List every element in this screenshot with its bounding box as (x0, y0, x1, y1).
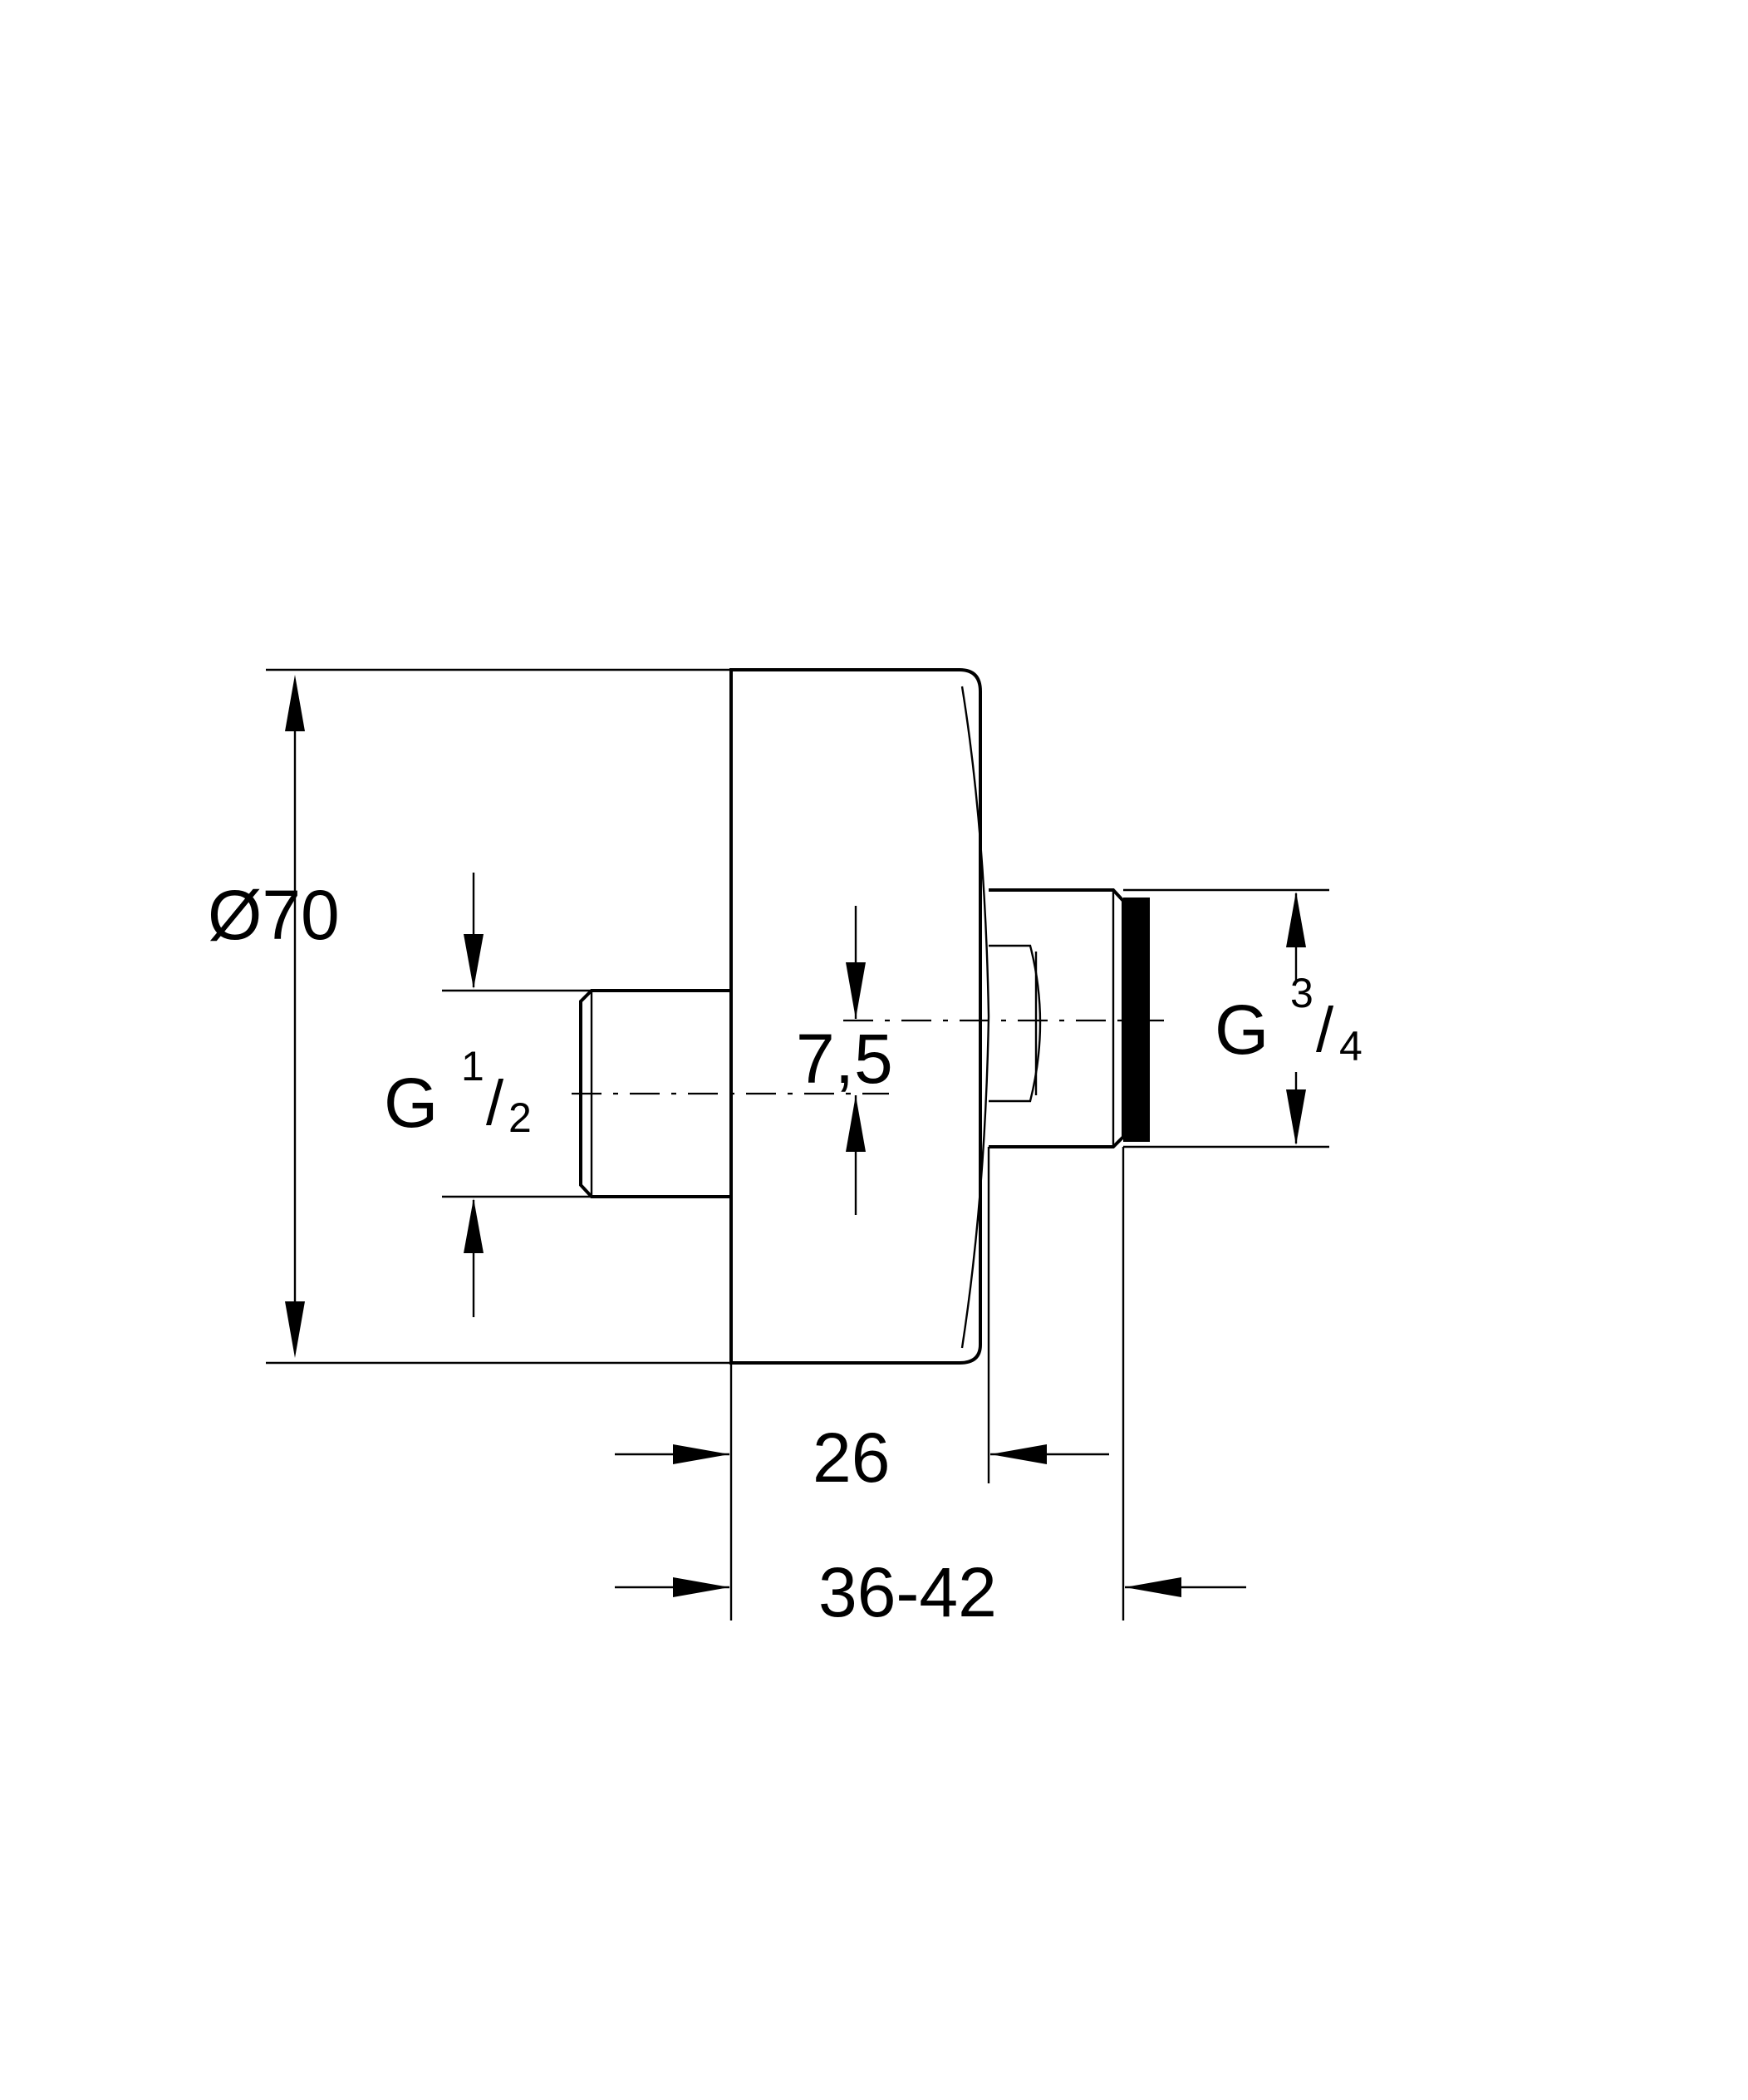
left-thread-denominator: 2 (508, 1094, 532, 1141)
arrow-depth-left (673, 1444, 729, 1464)
disc-face-curve (960, 686, 990, 1349)
arrow-offset-bottom (846, 1095, 866, 1152)
disc-body (729, 668, 982, 1365)
right-thread-base: G (1215, 991, 1269, 1069)
arrow-total-right (1125, 1577, 1181, 1597)
right-thread-dimension (1123, 888, 1329, 1148)
total-depth-dimension (615, 1147, 1246, 1620)
body-depth-label: 26 (813, 1419, 890, 1497)
left-thread-base: G (384, 1064, 438, 1142)
offset-dimension (846, 906, 866, 1215)
arrow-diameter-top (285, 675, 305, 731)
right-thread-slash: / (1316, 995, 1334, 1065)
right-thread-denominator: 4 (1339, 1023, 1363, 1070)
right-thread-numerator: 3 (1290, 970, 1313, 1016)
inner-bore (989, 944, 1042, 1103)
arrow-offset-top (846, 962, 866, 1019)
left-thread-slash: / (486, 1068, 504, 1139)
left-thread-numerator: 1 (461, 1043, 484, 1089)
arrow-total-left (673, 1577, 729, 1597)
arrow-right-thread-top (1286, 892, 1306, 947)
diameter-label: Ø70 (208, 876, 340, 954)
total-depth-label: 36-42 (818, 1553, 997, 1631)
right-connector (989, 888, 1125, 1148)
arrow-depth-right (990, 1444, 1047, 1464)
body-depth-dimension (615, 1147, 1109, 1620)
arrow-left-thread-top (464, 934, 484, 989)
part-outline (572, 668, 1171, 1365)
left-thread-dimension (442, 873, 592, 1317)
diameter-dimension (266, 668, 731, 1365)
offset-label: 7,5 (796, 1020, 893, 1098)
arrow-right-thread-bottom (1286, 1089, 1306, 1145)
arrow-left-thread-bottom (464, 1198, 484, 1253)
arrow-diameter-bottom (285, 1301, 305, 1358)
